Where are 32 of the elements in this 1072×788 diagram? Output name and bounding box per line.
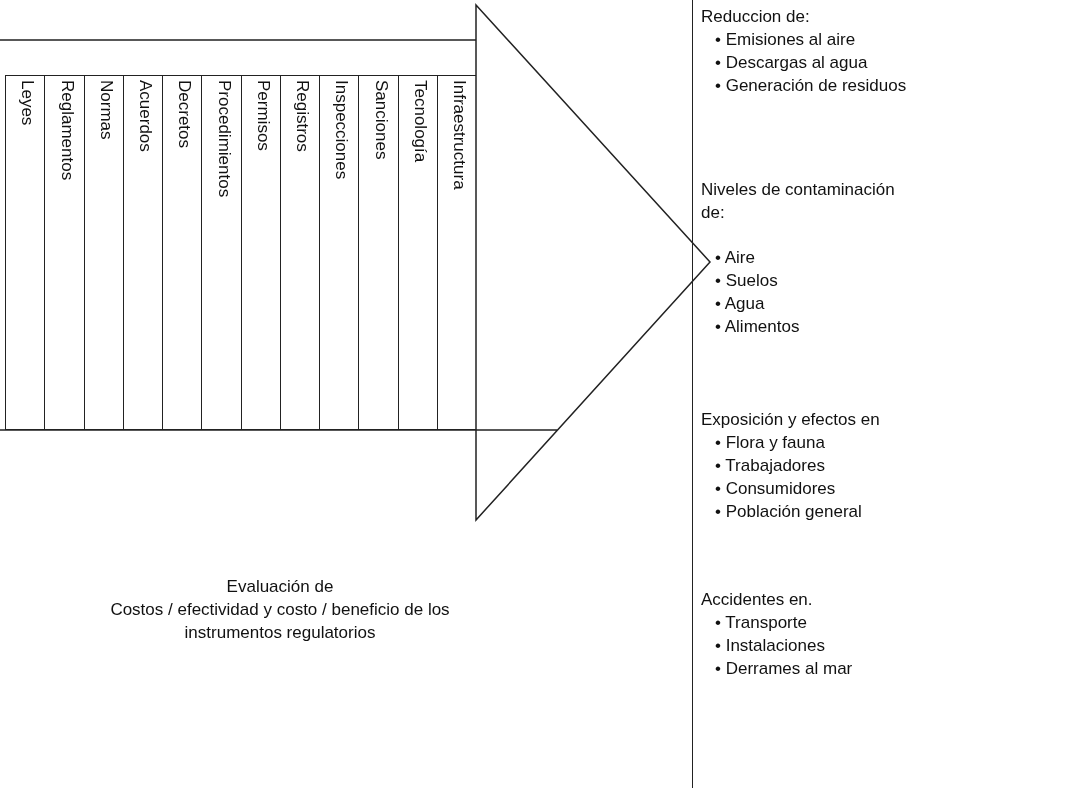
bullet-item: • Emisiones al aire bbox=[715, 29, 857, 51]
bullet-item: • Derrames al mar bbox=[715, 658, 854, 680]
bullet-item: • Flora y fauna bbox=[715, 432, 826, 454]
instrument-strip: Normas bbox=[83, 75, 123, 430]
instrument-strip: Acuerdos bbox=[122, 75, 162, 430]
bullet-item: • Descargas al agua bbox=[715, 52, 869, 74]
caption-text: Evaluación de bbox=[226, 577, 334, 596]
section-heading: Accidentes en. bbox=[701, 589, 814, 611]
bullet-item: • Agua bbox=[715, 293, 766, 315]
bullet-item: • Consumidores bbox=[715, 478, 837, 500]
instrument-strip: Procedimientos bbox=[201, 75, 241, 430]
bullet-item: • Instalaciones bbox=[715, 635, 826, 657]
section-heading: Exposición y efectos en bbox=[701, 409, 881, 431]
section-heading: Niveles de contaminación de: bbox=[701, 179, 896, 224]
bullet-item: • Población general bbox=[715, 501, 863, 523]
instrument-strip: Registros bbox=[279, 75, 319, 430]
instrument-strip: Inspecciones bbox=[319, 75, 359, 430]
section-heading: Reduccion de: bbox=[701, 6, 811, 28]
instrument-strip: Decretos bbox=[162, 75, 202, 430]
bullet-item: • Suelos bbox=[715, 270, 779, 292]
instrument-strip: Leyes bbox=[5, 75, 45, 430]
instrument-strip: Permisos bbox=[240, 75, 280, 430]
bullet-item: • Aire bbox=[715, 247, 756, 269]
bullet-item: • Alimentos bbox=[715, 316, 801, 338]
bullet-item: • Transporte bbox=[715, 612, 808, 634]
instrument-strip: Reglamentos bbox=[44, 75, 84, 430]
bullet-item: • Trabajadores bbox=[715, 455, 826, 477]
instrument-strip: Infraestructura bbox=[436, 75, 476, 430]
instrument-strip: Sanciones bbox=[358, 75, 398, 430]
caption-text: Costos / efectividad y costo / beneficio de los instrumentos regulatorios bbox=[110, 600, 450, 642]
bullet-item: • Generación de residuos bbox=[715, 75, 908, 97]
instrument-strip: Tecnología bbox=[397, 75, 437, 430]
